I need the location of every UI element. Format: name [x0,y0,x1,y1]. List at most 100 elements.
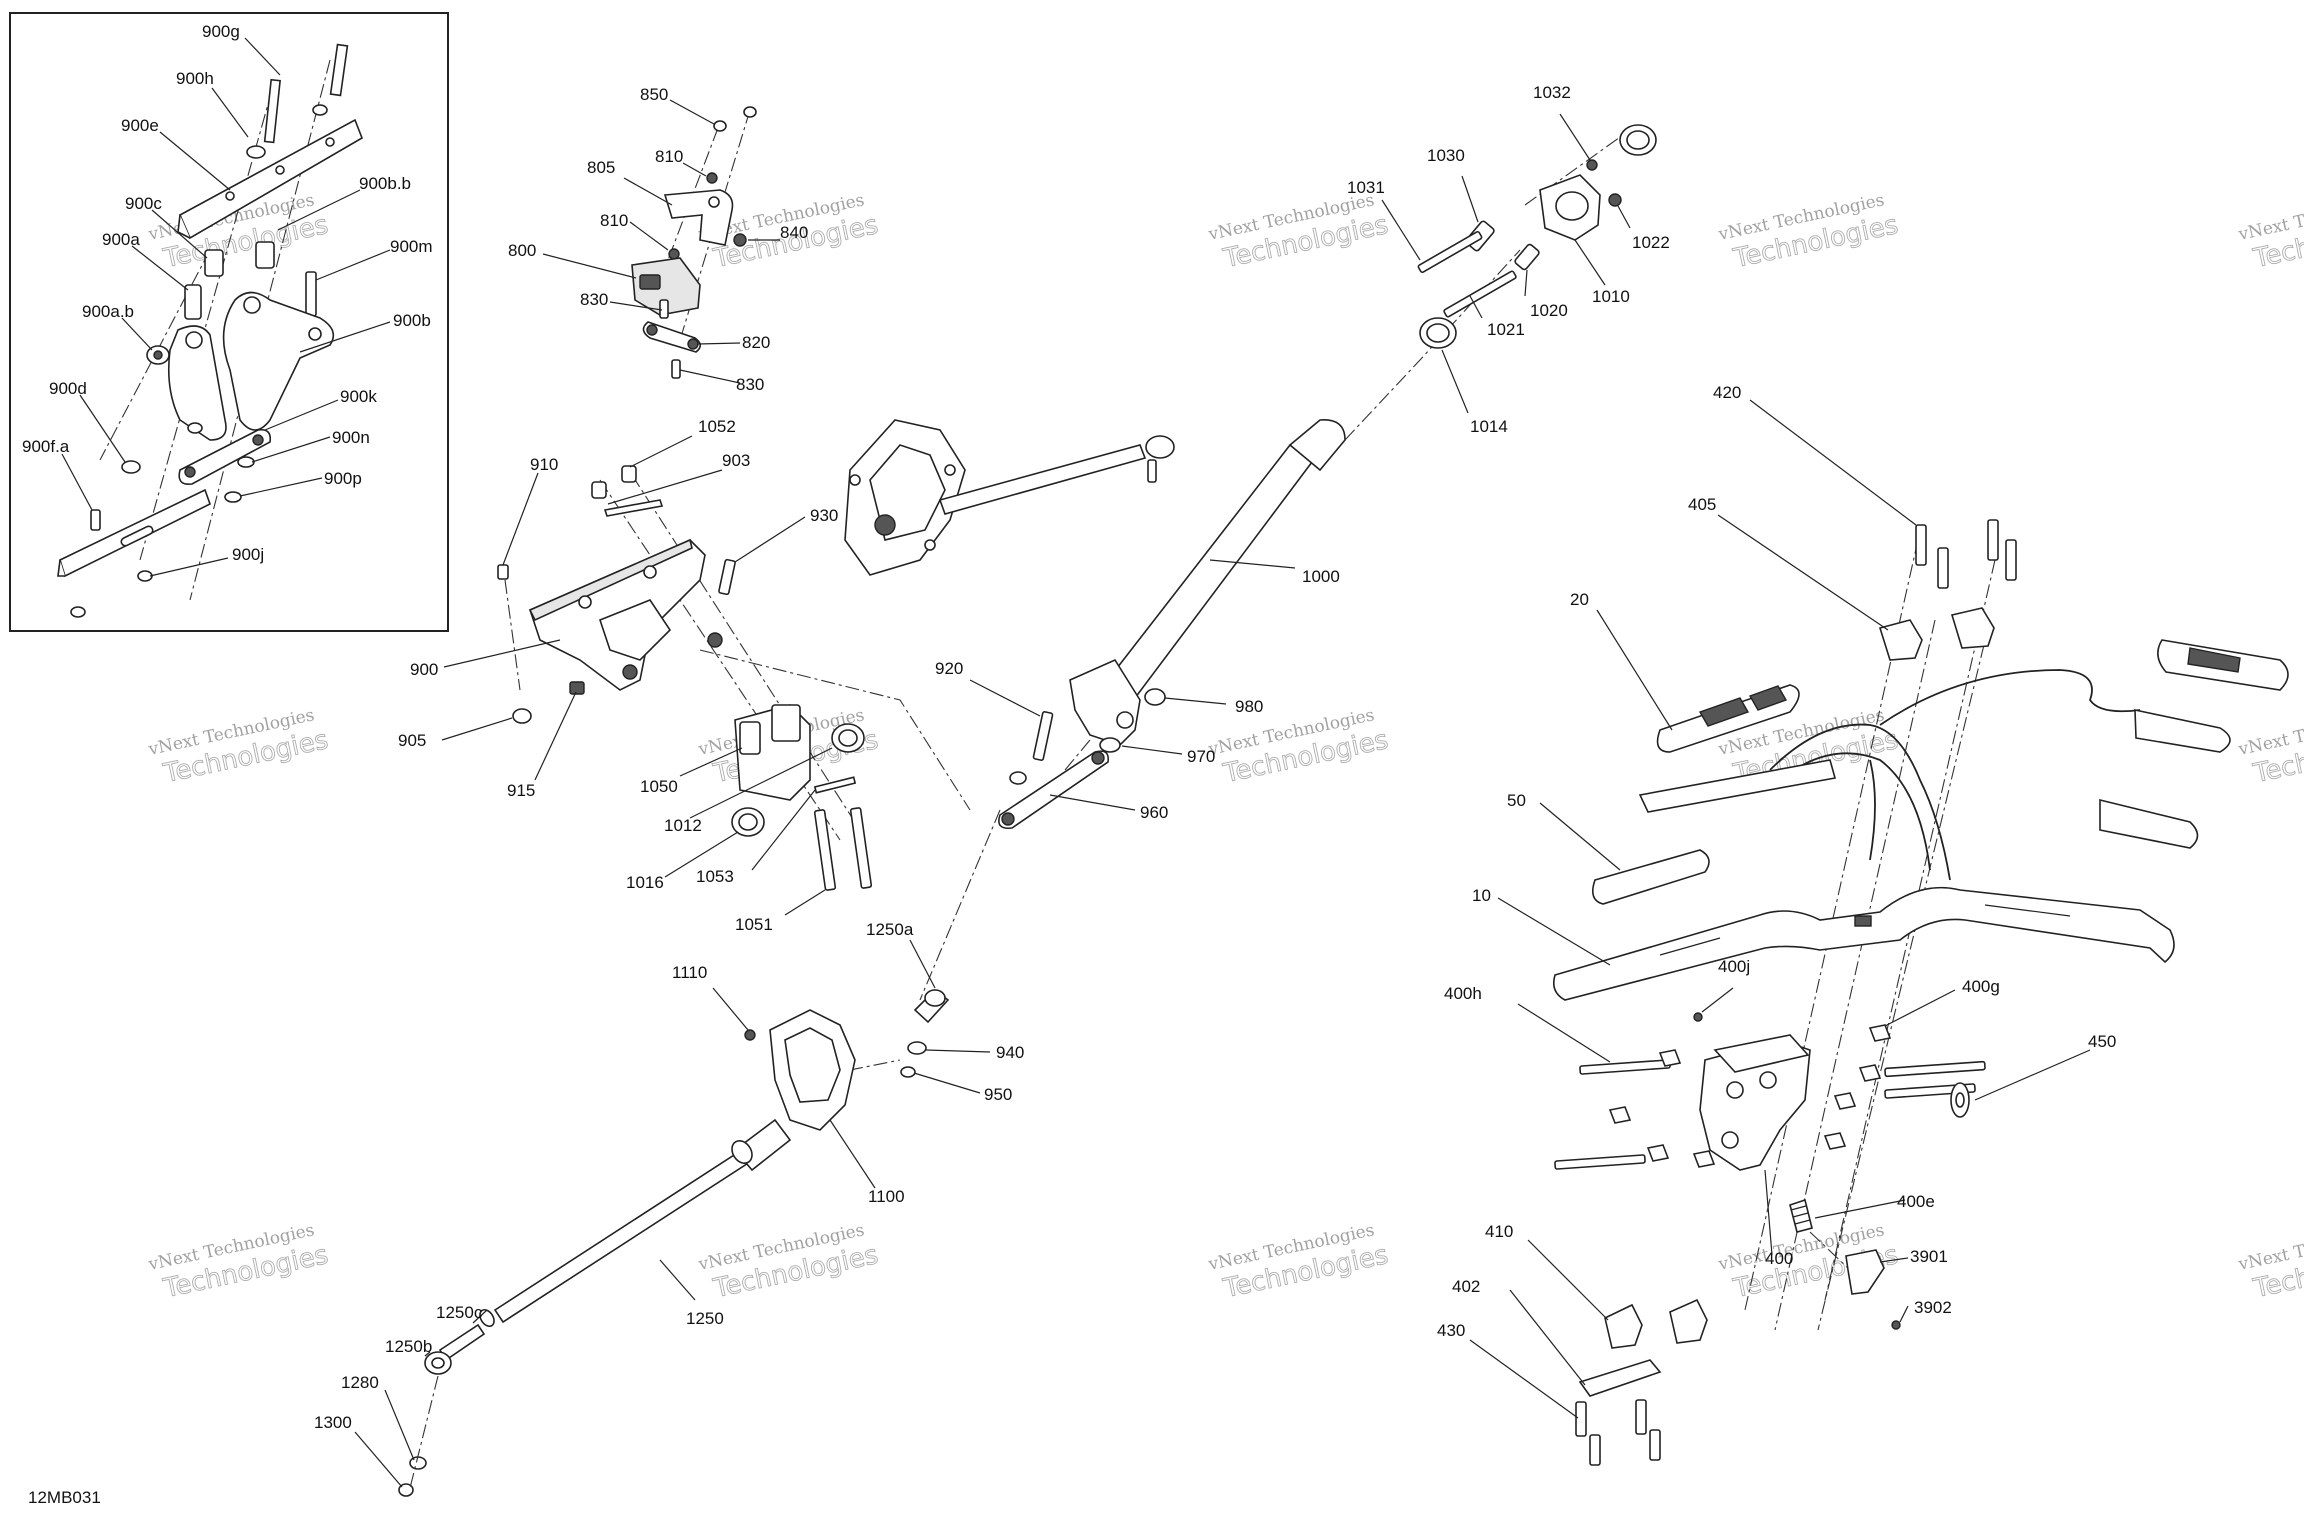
leader-line [277,189,361,231]
washer-900d [121,460,141,474]
plate-900j-flange [57,559,65,577]
bracket-hole [708,196,720,208]
leader-line [1461,175,1479,223]
support-bracket-900-web [599,599,672,661]
grip-sleeve-left [1638,759,1837,813]
sleeve-900c [204,249,224,277]
assembly-line [1809,1231,1851,1271]
callout-900p: 900p [324,469,362,488]
watermarks: vNext Technologies Technologies vNext Te… [146,190,2304,1305]
watermark: vNext Technologies Technologies [1206,1220,1391,1305]
screw-1110 [744,1029,756,1041]
nut-400g [1823,1132,1847,1150]
cluster-900-support [441,435,971,916]
callout-10: 10 [1472,886,1491,905]
spacer-1050 [739,721,761,755]
sleeve-1052 [591,481,607,499]
heater-wire [1869,759,1876,861]
bolt-400h [1884,1060,1986,1078]
ring-1014-inner [1426,323,1450,343]
leader-line [211,87,249,138]
callout-800: 800 [508,241,536,260]
nut [312,104,328,116]
leader-line [925,1049,991,1053]
bolt-1031 [1417,230,1483,274]
leader-line [131,245,189,291]
screw-400j [1693,1012,1703,1022]
callout-1000: 1000 [1302,567,1340,586]
bolt-420 [1937,547,1949,589]
cluster-handlebar [1469,399,2289,1466]
tie-rod [938,444,1147,515]
leader-line [1617,205,1631,229]
bracket-boss [622,664,638,680]
leader-line [734,516,806,563]
leader-line [1209,559,1296,569]
leader-line [1517,1003,1611,1063]
tie-rod-end [1145,435,1175,459]
callout-1052: 1052 [698,417,736,436]
riser-hole [1726,1081,1744,1099]
callout-1300: 1300 [314,1413,352,1432]
callout-3902: 3902 [1914,1298,1952,1317]
cluster-lower-shaft [354,987,901,1497]
callout-1021: 1021 [1487,320,1525,339]
bolt-400h [1554,1154,1646,1170]
callout-1010: 1010 [1592,287,1630,306]
callout-400e: 400e [1897,1192,1935,1211]
bolt-900m [305,271,317,317]
callout-1030: 1030 [1427,146,1465,165]
bearing-1012-inner [838,729,858,747]
callout-900e: 900e [121,116,159,135]
leader-line [751,789,816,871]
nut [137,570,153,582]
sleeve-1052 [621,465,637,483]
grip-sleeve-right2 [2099,798,2199,849]
bolt-420 [1987,519,1999,561]
callout-810: 810 [655,147,683,166]
callout-850: 850 [640,85,668,104]
leader-line [1879,1257,1909,1263]
leader-line [1509,1289,1586,1386]
assembly-line [1039,739,1091,801]
watermark: vNext Technologies Technologies [1206,190,1391,275]
leader-line [299,321,391,353]
bracket-402 [1578,1359,1662,1397]
leader-line [784,889,826,916]
sensor-800 [631,257,701,316]
grip-sleeve-right [2134,709,2231,753]
column-pivot [1116,711,1134,729]
link-hole [1091,751,1105,765]
link-900k [178,428,272,486]
screw-810 [668,248,680,260]
handlebar-connector [1854,915,1872,927]
callout-1110: 1110 [672,963,707,982]
link-hole [184,466,196,478]
nut-400g [1868,1024,1892,1042]
heater-wire [1879,669,2141,726]
cluster-800-sensor [542,99,780,384]
leader-line [1884,989,1956,1027]
screw-810 [706,172,718,184]
bolt-1051 [849,807,873,889]
plate-slot [120,525,154,547]
nut-400g [1858,1064,1882,1082]
watermark: vNext Technologies Technologies [146,705,331,790]
link-820 [642,321,702,353]
leader-line [1441,349,1469,414]
callout-1100: 1100 [868,1187,905,1206]
sleeve-1020 [1514,243,1540,271]
callout-400h: 400h [1444,984,1482,1003]
bolt-910 [497,564,509,580]
washer-450-inner [1955,1092,1965,1108]
sleeve-50 [1592,849,1710,905]
callout-1250c: 1250c [436,1303,483,1322]
ring-1032-inner [1626,130,1650,150]
callout-900k: 900k [340,387,377,406]
leader-line [609,301,663,311]
switch-3901 [1845,1249,1885,1295]
nut-400g [1646,1144,1670,1162]
leader-line [682,162,707,177]
callout-980: 980 [1235,697,1263,716]
leader-line [689,747,833,819]
